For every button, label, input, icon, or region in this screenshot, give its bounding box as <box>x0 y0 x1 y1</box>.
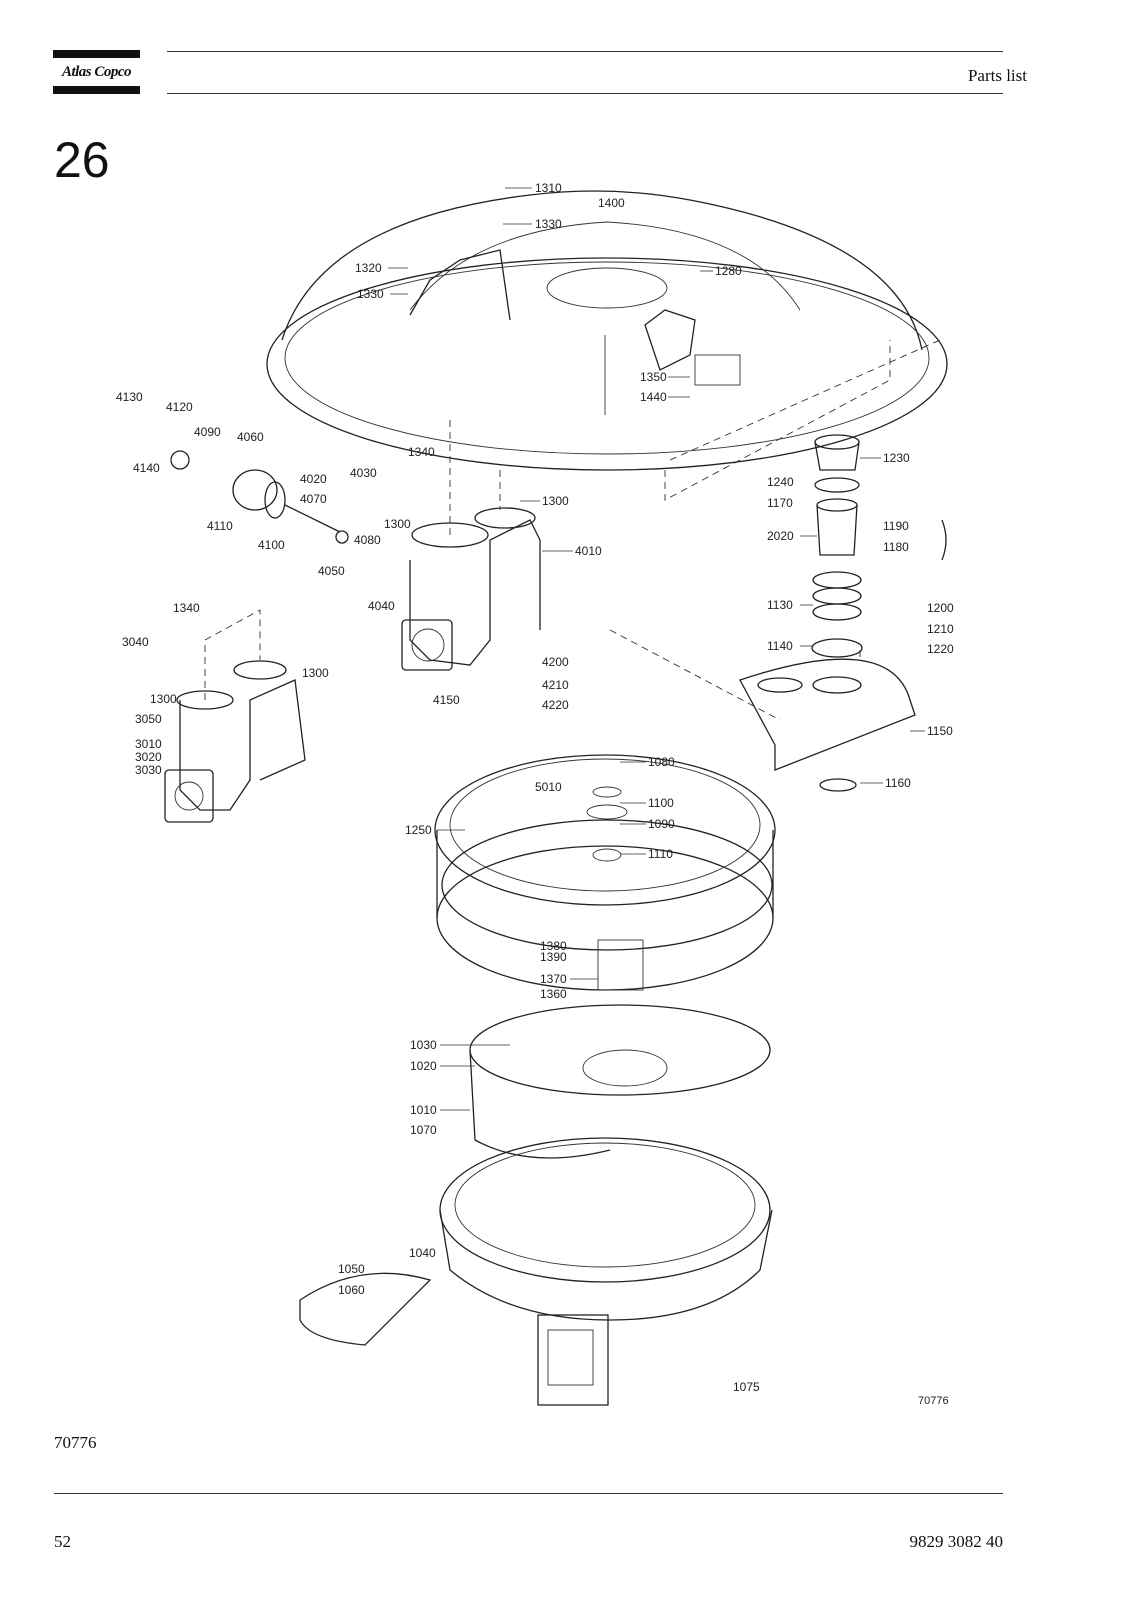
label-1130: 1130 <box>767 598 793 612</box>
label-1200: 1200 <box>927 601 954 615</box>
label-1380: 1380 <box>540 939 567 953</box>
footer-rule <box>54 1493 1003 1494</box>
drawing-image-code: 70776 <box>918 1395 949 1407</box>
label-1100: 1100 <box>648 796 674 810</box>
label-1300-a: 1300 <box>542 494 569 508</box>
label-2020: 2020 <box>767 529 794 543</box>
label-1300-c: 1300 <box>302 666 329 680</box>
label-1250: 1250 <box>405 823 432 837</box>
label-4080: 4080 <box>354 533 381 547</box>
label-1310: 1310 <box>535 181 562 195</box>
label-4100: 4100 <box>258 538 285 552</box>
label-1300-b: 1300 <box>384 517 411 531</box>
label-4060: 4060 <box>237 430 264 444</box>
label-4020: 4020 <box>300 472 327 486</box>
figure-reference: 70776 <box>54 1433 97 1452</box>
label-4140: 4140 <box>133 461 160 475</box>
housing-block <box>401 507 541 671</box>
label-3040: 3040 <box>122 635 149 649</box>
label-4210: 4210 <box>542 678 569 692</box>
part-labels: 1310 1330 1400 1320 1330 1280 1350 1440 … <box>116 181 954 1407</box>
left-valve-body <box>164 660 306 823</box>
label-1210: 1210 <box>927 622 954 636</box>
left-hardware <box>170 450 349 544</box>
label-1030: 1030 <box>410 1038 437 1052</box>
label-1330-left: 1330 <box>357 287 384 301</box>
label-1020: 1020 <box>410 1059 437 1073</box>
label-4010: 4010 <box>575 544 602 558</box>
label-1370: 1370 <box>540 972 567 986</box>
logo-bar-bottom <box>53 86 140 94</box>
label-1075: 1075 <box>733 1380 760 1394</box>
label-1340-top: 1340 <box>408 445 435 459</box>
label-4070: 4070 <box>300 492 327 506</box>
label-3030: 3030 <box>135 763 162 777</box>
label-4040: 4040 <box>368 599 395 613</box>
label-1140: 1140 <box>767 639 793 653</box>
header-rule-top <box>167 51 1003 52</box>
label-1160: 1160 <box>885 776 911 790</box>
label-3050: 3050 <box>135 712 162 726</box>
label-3010: 3010 <box>135 737 162 751</box>
label-1340-left: 1340 <box>173 601 200 615</box>
label-1010: 1010 <box>410 1103 437 1117</box>
label-1350: 1350 <box>640 370 667 384</box>
label-1230: 1230 <box>883 451 910 465</box>
label-1170: 1170 <box>767 496 793 510</box>
label-1390: 1390 <box>540 950 567 964</box>
header-rule-bottom <box>167 93 1003 94</box>
label-1090: 1090 <box>648 817 675 831</box>
label-1440: 1440 <box>640 390 667 404</box>
section-number: 26 <box>54 132 110 188</box>
label-4050: 4050 <box>318 564 345 578</box>
upper-cover <box>266 190 948 471</box>
label-4120: 4120 <box>166 400 193 414</box>
label-1300-d: 1300 <box>150 692 177 706</box>
page-number: 52 <box>54 1532 71 1551</box>
bottom-volute <box>299 1137 773 1406</box>
label-1330-top: 1330 <box>535 217 562 231</box>
label-4090: 4090 <box>194 425 221 439</box>
brand-logo: Atlas Copco <box>53 50 140 94</box>
label-1320: 1320 <box>355 261 382 275</box>
label-1070: 1070 <box>410 1123 437 1137</box>
label-1060: 1060 <box>338 1283 365 1297</box>
label-1050: 1050 <box>338 1262 365 1276</box>
label-4200: 4200 <box>542 655 569 669</box>
label-1190: 1190 <box>883 519 909 533</box>
right-side-parts <box>739 434 947 792</box>
label-4110: 4110 <box>207 519 233 533</box>
middle-casing <box>434 754 776 991</box>
label-1080: 1080 <box>648 755 675 769</box>
label-3020: 3020 <box>135 750 162 764</box>
label-4220: 4220 <box>542 698 569 712</box>
leader-lines <box>388 187 925 1111</box>
label-1280: 1280 <box>715 264 742 278</box>
label-1110: 1110 <box>648 847 673 861</box>
page-header-title: Parts list <box>967 66 1027 85</box>
label-1360: 1360 <box>540 987 567 1001</box>
label-1220: 1220 <box>927 642 954 656</box>
impeller <box>469 1004 771 1159</box>
label-4130: 4130 <box>116 390 143 404</box>
label-1240: 1240 <box>767 475 794 489</box>
label-1040: 1040 <box>409 1246 436 1260</box>
label-4150: 4150 <box>433 693 460 707</box>
document-number: 9829 3082 40 <box>909 1532 1004 1551</box>
label-1180: 1180 <box>883 540 909 554</box>
label-1400: 1400 <box>598 196 625 210</box>
logo-brand-text: Atlas Copco <box>61 64 132 80</box>
exploded-parts-drawing: 1310 1330 1400 1320 1330 1280 1350 1440 … <box>116 181 954 1407</box>
label-5010: 5010 <box>535 780 562 794</box>
label-4030: 4030 <box>350 466 377 480</box>
label-1150: 1150 <box>927 724 953 738</box>
logo-bar-top <box>53 50 140 58</box>
